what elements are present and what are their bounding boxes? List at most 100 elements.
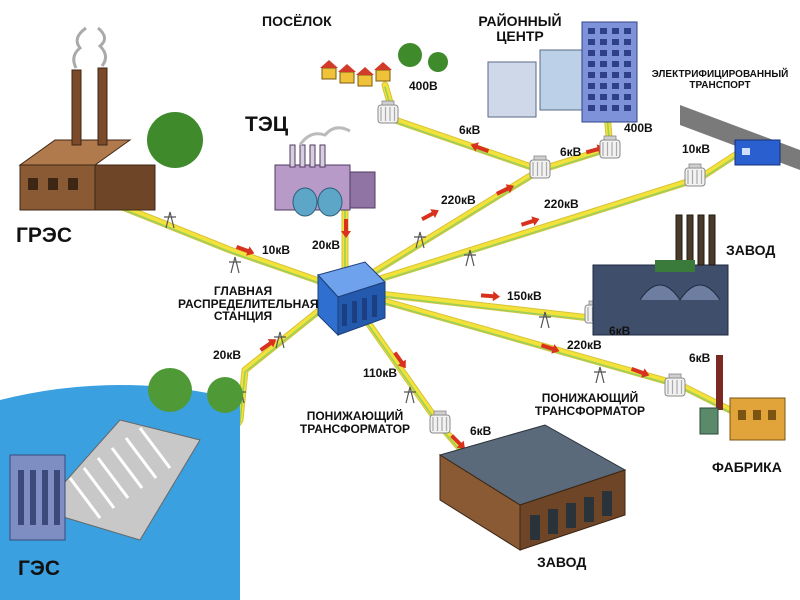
label-main-station-line3: СТАНЦИЯ (178, 310, 308, 323)
district-window (624, 50, 631, 56)
district-window (600, 61, 607, 67)
district-window (624, 61, 631, 67)
label-plant-right: ЗАВОД (726, 243, 775, 258)
transformer-district-junction (530, 156, 550, 178)
district-low-building (488, 62, 536, 117)
voltage-village-local: 400В (409, 80, 438, 93)
factory-window (768, 410, 776, 420)
voltage-plant-right-local: 6кВ (609, 325, 630, 338)
tec-chimney (310, 145, 315, 167)
ges-window (30, 470, 36, 525)
plant-bottom-window (602, 491, 612, 516)
line-transport-local (700, 152, 740, 180)
label-stepdown-right: ПОНИЖАЮЩИЙ ТРАНСФОРМАТОР (522, 392, 658, 417)
factory-tank (700, 408, 718, 434)
factory-window (753, 410, 761, 420)
main-station-window (372, 295, 377, 317)
tec-side (350, 172, 375, 208)
voltage-district-line: 220кВ (441, 194, 476, 207)
arrow-district-1 (420, 206, 441, 224)
plant-right-chimney (687, 215, 693, 265)
district-window (612, 83, 619, 89)
district-window (588, 39, 595, 45)
transformer-bottom-top (434, 411, 446, 415)
gres-window (28, 178, 38, 190)
transport-car (735, 140, 780, 165)
pylon-6 (594, 367, 606, 383)
electric-transport (680, 105, 800, 170)
district-window (624, 105, 631, 111)
voltage-transport-trunk: 220кВ (544, 198, 579, 211)
village-tree (398, 43, 422, 67)
district-window (600, 39, 607, 45)
transformer-district-junction-top (534, 156, 546, 160)
voltage-plant-right-line: 150кВ (507, 290, 542, 303)
voltage-factory-local: 6кВ (689, 352, 710, 365)
plant-right (593, 215, 728, 335)
label-electric-transport-line2: ТРАНСПОРТ (640, 81, 800, 92)
village-roof (338, 64, 356, 72)
ges-tree-1 (148, 368, 192, 412)
label-electric-transport-line1: ЭЛЕКТРИФИЦИРОВАННЫЙ (640, 70, 800, 81)
village-house (340, 72, 354, 83)
district-window (612, 94, 619, 100)
village-roof (356, 67, 374, 75)
tec-chimney (290, 145, 295, 167)
plant-bottom (440, 425, 625, 550)
label-stepdown-right-line1: ПОНИЖАЮЩИЙ (522, 392, 658, 405)
gres-side (95, 165, 155, 210)
arrow-plant-right (481, 290, 501, 301)
label-main-station-line1: ГЛАВНАЯ (178, 285, 308, 298)
district-window (624, 39, 631, 45)
voltage-tec-line: 20кВ (312, 239, 340, 252)
district-window (588, 105, 595, 111)
gres-tree (147, 112, 203, 168)
plant-bottom-window (566, 503, 576, 528)
village-house (322, 68, 336, 79)
label-gres: ГРЭС (16, 225, 72, 247)
label-main-station: ГЛАВНАЯ РАСПРЕДЕЛИТЕЛЬНАЯ СТАНЦИЯ (178, 285, 308, 323)
ges-window (18, 470, 24, 525)
gres-window (48, 178, 58, 190)
label-tec: ТЭЦ (245, 114, 288, 136)
district-window (624, 72, 631, 78)
village-house (358, 75, 372, 86)
transformer-village-top (382, 101, 394, 105)
plant-right-chimney (709, 215, 715, 265)
plant-right-greenery (655, 260, 695, 272)
label-stepdown-left-line1: ПОНИЖАЮЩИЙ (290, 410, 420, 423)
gres-chimney-2 (98, 68, 107, 145)
district-window (588, 94, 595, 100)
district-window (588, 61, 595, 67)
factory-chimney (716, 355, 723, 410)
transformer-factory-top (669, 374, 681, 378)
district-window (612, 72, 619, 78)
gres-smoke-1 (74, 28, 86, 68)
tec-chimney (300, 145, 305, 167)
transformer-district (600, 136, 620, 158)
ges-window (42, 470, 48, 525)
district-window (600, 94, 607, 100)
label-village: ПОСЁЛОК (262, 14, 332, 29)
district-window (624, 83, 631, 89)
transformer-district-top (604, 136, 616, 140)
plant-bottom-window (530, 515, 540, 540)
pylon-2 (229, 257, 241, 273)
factory-window (738, 410, 746, 420)
transformer-village (378, 101, 398, 123)
tec-tower-2 (318, 188, 342, 216)
district-window (600, 50, 607, 56)
voltage-gres-line: 10кВ (262, 244, 290, 257)
ges-tree-2 (207, 377, 243, 413)
district-window (588, 28, 595, 34)
plant-right-chimney (676, 215, 682, 265)
district-window (612, 61, 619, 67)
district-window (600, 83, 607, 89)
pylon-2-frame (229, 257, 241, 273)
voltage-village-branch: 6кВ (459, 124, 480, 137)
transformer-transport (685, 164, 705, 186)
district-mid-building (540, 50, 585, 110)
plant-bottom-window (584, 497, 594, 522)
village-tree (428, 52, 448, 72)
